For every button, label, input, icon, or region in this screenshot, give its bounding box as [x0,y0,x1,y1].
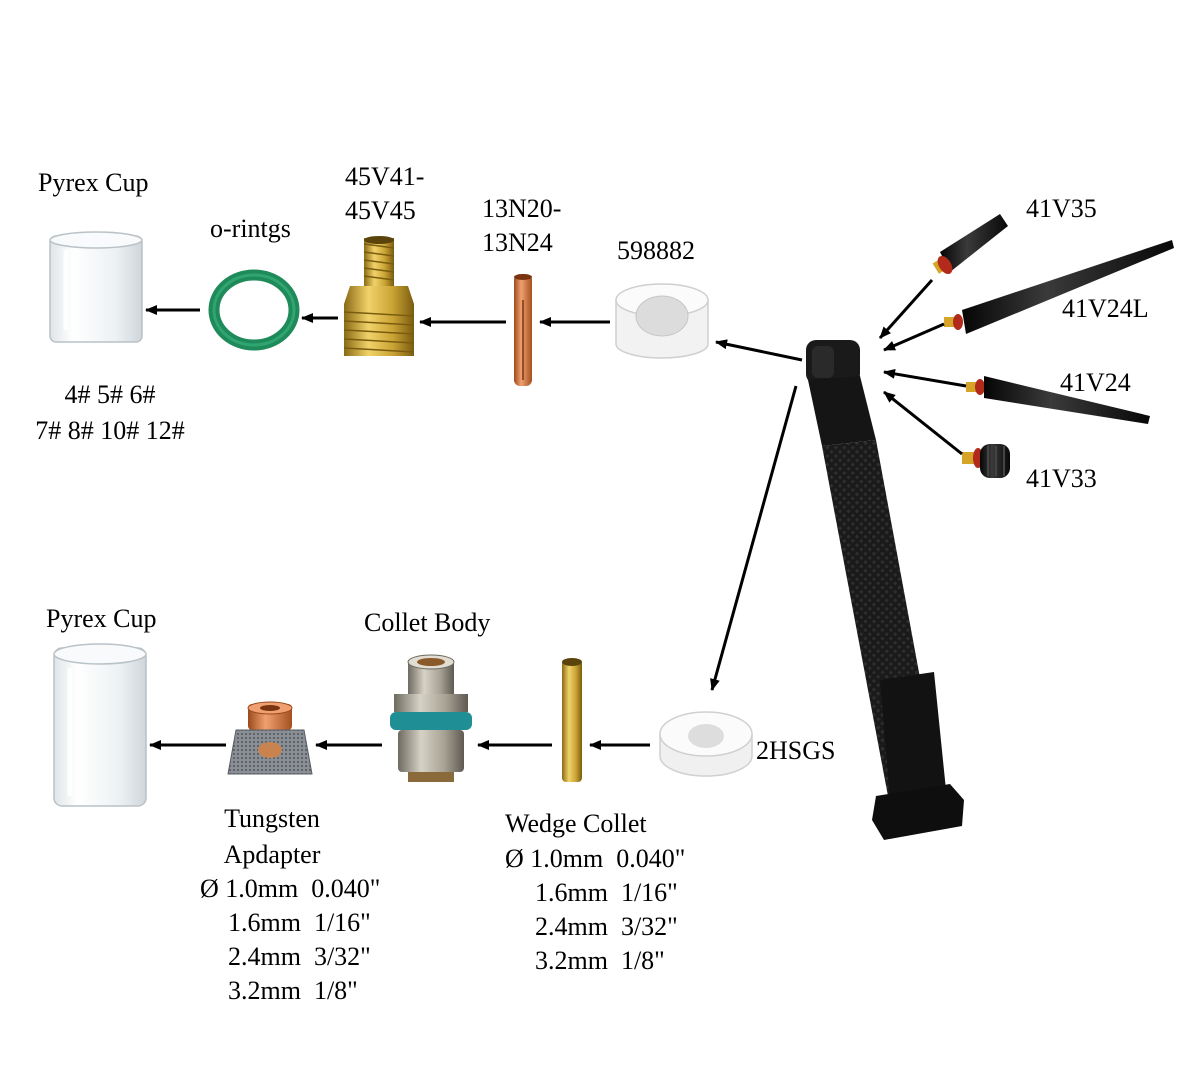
label-collet-line-1: 13N20- [482,194,562,223]
label-tungsten-adapter-line-1: Tungsten [224,804,320,833]
back-cap-41v24l-part [944,240,1174,334]
label-collet-line-2: 13N24 [482,228,553,257]
label-pyrex-cup-bottom: Pyrex Cup [46,604,157,633]
arrow-to-insulator-top [715,339,803,362]
label-back-cap-41v24: 41V24 [1060,368,1131,397]
label-back-cap-41v33: 41V33 [1026,464,1097,493]
label-cup-sizes-line-1: 4# 5# 6# [64,380,156,409]
label-cup-sizes-line-2: 7# 8# 10# 12# [35,416,185,445]
wedge-size-row: 2.4mm 3/32" [535,912,678,941]
arrow-from-41v24l [883,322,945,352]
label-collet-body: Collet Body [364,608,491,637]
label-gas-lens-line-2: 45V45 [345,196,416,225]
label-insulator-bottom: 2HSGS [756,736,836,765]
wedge-size-row: 3.2mm 1/8" [535,946,665,975]
wedge-size-row: 1.6mm 1/16" [535,878,678,907]
adapter-size-row: 3.2mm 1/8" [228,976,358,1005]
torch-body-part [806,340,964,840]
pyrex-cup-top-part [49,231,143,343]
back-cap-41v33-part [962,444,1010,478]
pyrex-cup-bottom-part [53,643,147,807]
adapter-size-row: Ø 1.0mm 0.040" [200,874,381,903]
adapter-size-row: 2.4mm 3/32" [228,942,371,971]
back-cap-41v24-part [966,376,1150,424]
label-o-rings: o-rintgs [210,214,291,243]
insulator-bottom-part [659,711,753,777]
back-cap-41v35-part [932,214,1008,275]
arrow-from-41v24 [883,368,967,388]
o-ring-part [208,269,300,351]
adapter-size-row: 1.6mm 1/16" [228,908,371,937]
label-pyrex-cup-top: Pyrex Cup [38,168,149,197]
arrow-from-41v33 [883,390,963,456]
arrow-to-insulator-bottom [710,385,798,691]
label-wedge-collet: Wedge Collet [505,809,647,838]
wedge-size-row: Ø 1.0mm 0.040" [505,844,686,873]
label-gas-lens-line-1: 45V41- [345,162,425,191]
label-insulator-top: 598882 [617,236,695,265]
label-tungsten-adapter-line-2: Apdapter [223,840,321,869]
arrow-from-41v35 [878,278,934,340]
label-back-cap-41v35: 41V35 [1026,194,1097,223]
gas-lens-body-part [343,236,415,356]
arrows [145,278,967,750]
collet-body-part [390,654,472,782]
collet-top-part [514,274,532,386]
tungsten-adapter-part [227,701,313,775]
wedge-collet-part [562,658,582,782]
insulator-top-part [615,283,709,359]
label-back-cap-41v24l: 41V24L [1062,294,1149,323]
